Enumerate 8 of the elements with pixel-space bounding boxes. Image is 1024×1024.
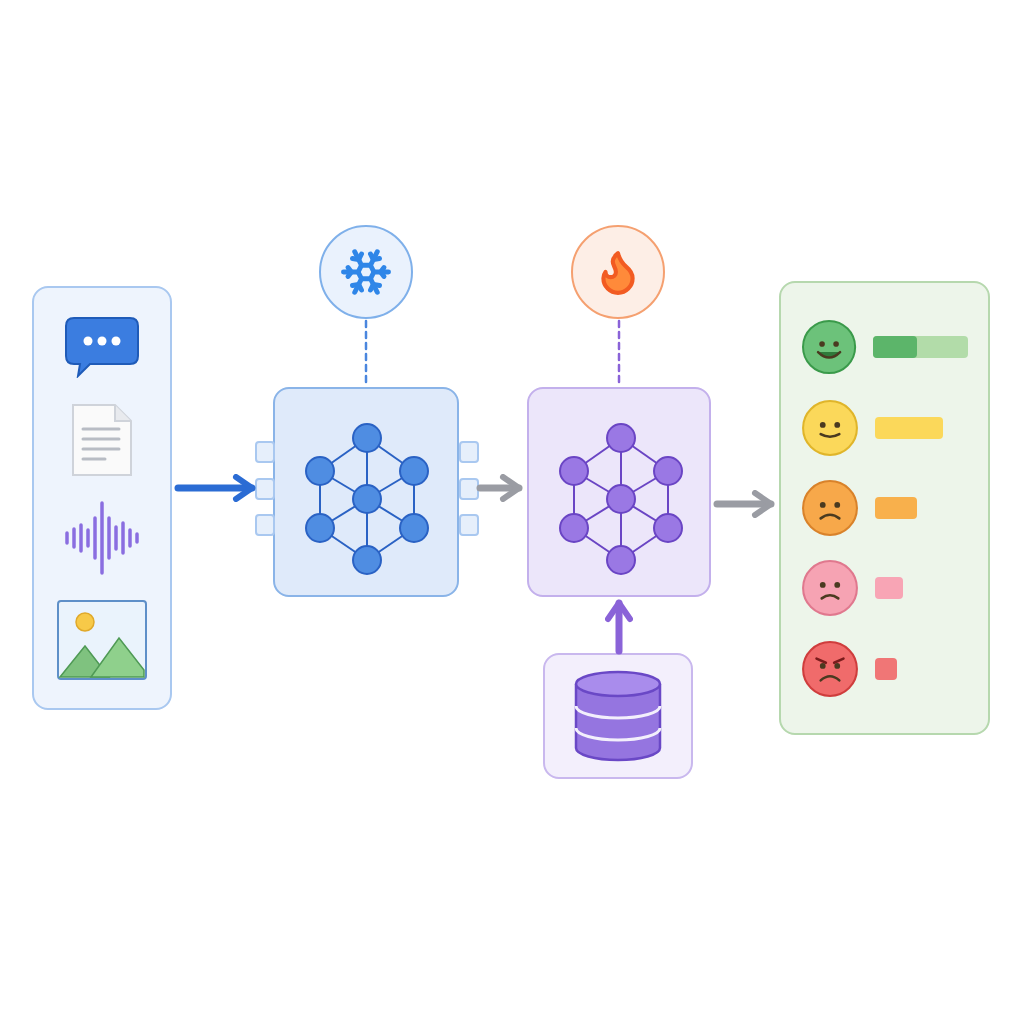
arrow	[476, 474, 523, 502]
database-box	[543, 653, 693, 779]
input-panel	[32, 286, 172, 710]
arrow	[605, 599, 633, 655]
output-panel	[779, 281, 990, 735]
arrow	[713, 490, 775, 518]
arrow	[174, 474, 256, 502]
trainable-model-box	[527, 387, 711, 597]
